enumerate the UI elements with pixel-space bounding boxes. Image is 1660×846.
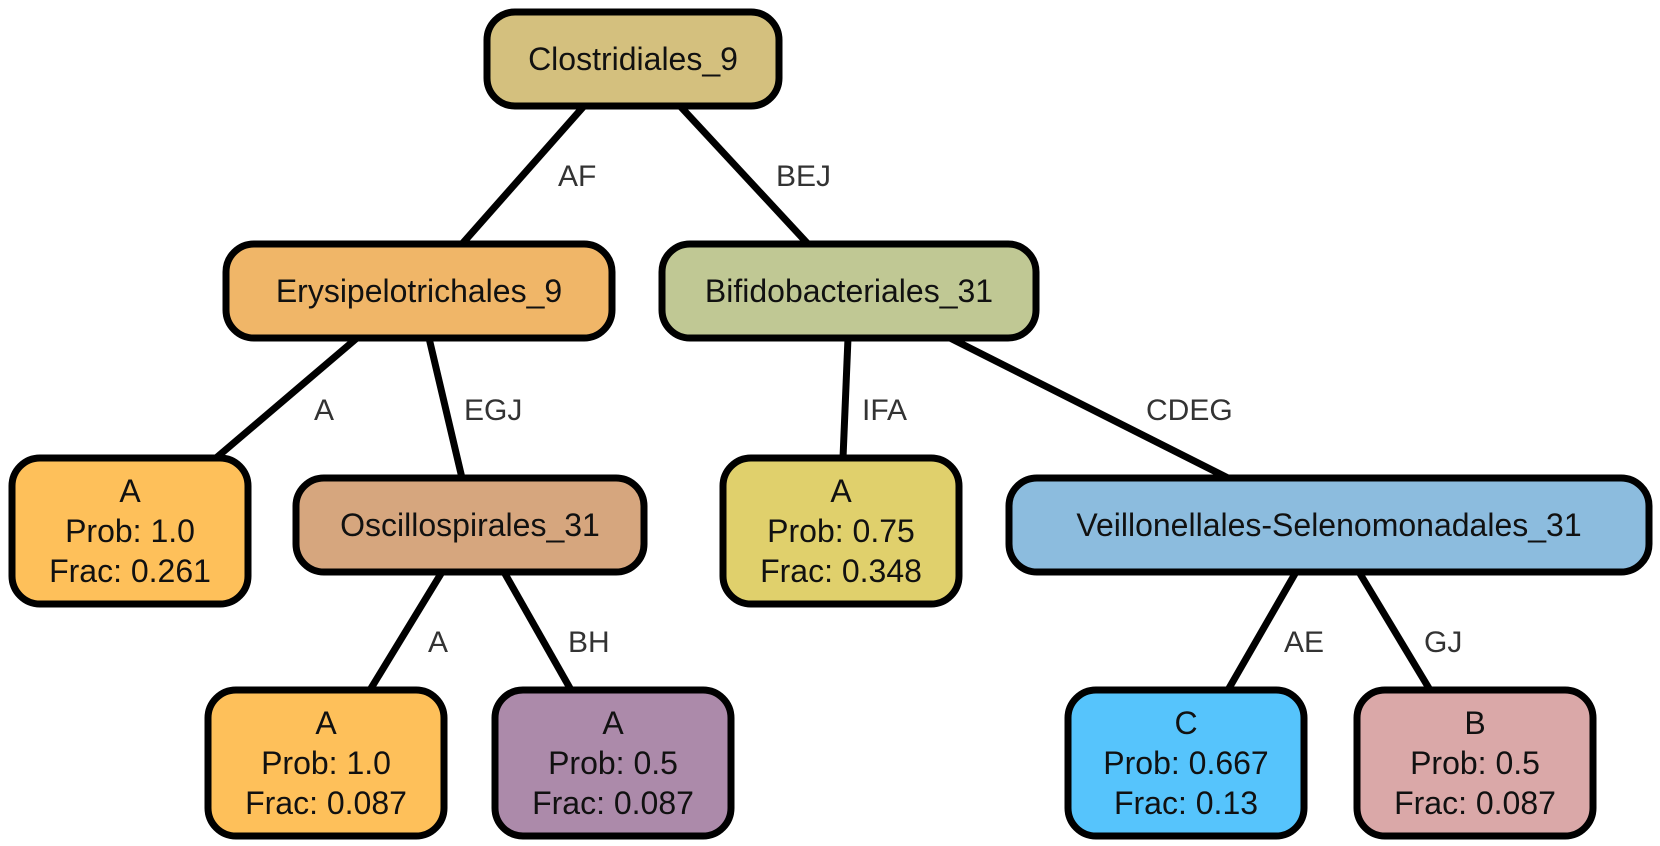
node-box-bifido: [658, 240, 1040, 342]
node-text-leafA3-2: Frac: 0.087: [245, 785, 407, 821]
edge-label-veil-leafB: GJ: [1424, 626, 1462, 659]
node-text-leafC-0: C: [1174, 705, 1197, 741]
node-root: Clostridiales_9: [483, 8, 783, 110]
edge-label-ery-osc: EGJ: [464, 394, 522, 427]
node-box-leafA3: [204, 686, 448, 840]
edge-osc-leafA3: [367, 570, 445, 692]
edge-label-bifido-veil: CDEG: [1146, 394, 1233, 427]
node-veil: Veillonellales-Selenomonadales_31: [1005, 474, 1653, 576]
edge-label-osc-leafA4: BH: [568, 626, 610, 659]
edge-veil-leafB: [1356, 570, 1433, 692]
node-text-ery-0: Erysipelotrichales_9: [276, 273, 562, 309]
node-text-leafA1-0: A: [119, 473, 141, 509]
node-text-leafB-0: B: [1464, 705, 1485, 741]
node-text-root-0: Clostridiales_9: [528, 41, 738, 77]
edge-osc-leafA4: [500, 570, 575, 692]
node-text-leafA4-1: Prob: 0.5: [548, 745, 678, 781]
edge-root-ery: [459, 103, 587, 247]
node-text-leafA1-2: Frac: 0.261: [49, 553, 211, 589]
node-text-leafA3-1: Prob: 1.0: [261, 745, 391, 781]
node-text-leafA2-0: A: [830, 473, 852, 509]
node-box-leafA2: [719, 454, 963, 608]
node-text-leafB-2: Frac: 0.087: [1394, 785, 1556, 821]
node-text-veil-0: Veillonellales-Selenomonadales_31: [1076, 507, 1581, 543]
node-box-leafA1: [8, 454, 252, 608]
node-box-leafA4: [491, 686, 735, 840]
edge-label-veil-leafC: AE: [1284, 626, 1324, 659]
edge-veil-leafC: [1224, 570, 1300, 692]
node-text-leafC-2: Frac: 0.13: [1114, 785, 1258, 821]
edge-bifido-leafA2: [839, 337, 852, 459]
edge-bifido-veil: [948, 334, 1230, 482]
edge-ery-leafA1: [213, 335, 360, 461]
node-text-leafA4-2: Frac: 0.087: [532, 785, 694, 821]
node-box-leafB: [1353, 686, 1597, 840]
node-ery: Erysipelotrichales_9: [222, 240, 616, 342]
node-text-leafC-1: Prob: 0.667: [1103, 745, 1268, 781]
node-box-ery: [222, 240, 616, 342]
edge-label-root-ery: AF: [558, 160, 596, 193]
node-text-leafB-1: Prob: 0.5: [1410, 745, 1540, 781]
node-text-leafA2-2: Frac: 0.348: [760, 553, 922, 589]
edge-label-ery-leafA1: A: [314, 394, 334, 427]
node-box-osc: [292, 474, 648, 576]
node-box-leafC: [1064, 686, 1308, 840]
node-text-bifido-0: Bifidobacteriales_31: [705, 273, 993, 309]
node-box-root: [483, 8, 783, 110]
node-text-osc-0: Oscillospirales_31: [340, 507, 600, 543]
node-text-leafA1-1: Prob: 1.0: [65, 513, 195, 549]
node-box-veil: [1005, 474, 1653, 576]
node-osc: Oscillospirales_31: [292, 474, 648, 576]
edge-ery-osc: [425, 337, 466, 479]
node-text-leafA4-0: A: [602, 705, 624, 741]
edge-label-root-bifido: BEJ: [776, 160, 831, 193]
edge-label-osc-leafA3: A: [428, 626, 448, 659]
node-text-leafA2-1: Prob: 0.75: [767, 513, 915, 549]
node-bifido: Bifidobacteriales_31: [658, 240, 1040, 342]
node-text-leafA3-0: A: [315, 705, 337, 741]
edge-root-bifido: [677, 103, 811, 247]
edge-label-bifido-leafA2: IFA: [862, 394, 907, 427]
